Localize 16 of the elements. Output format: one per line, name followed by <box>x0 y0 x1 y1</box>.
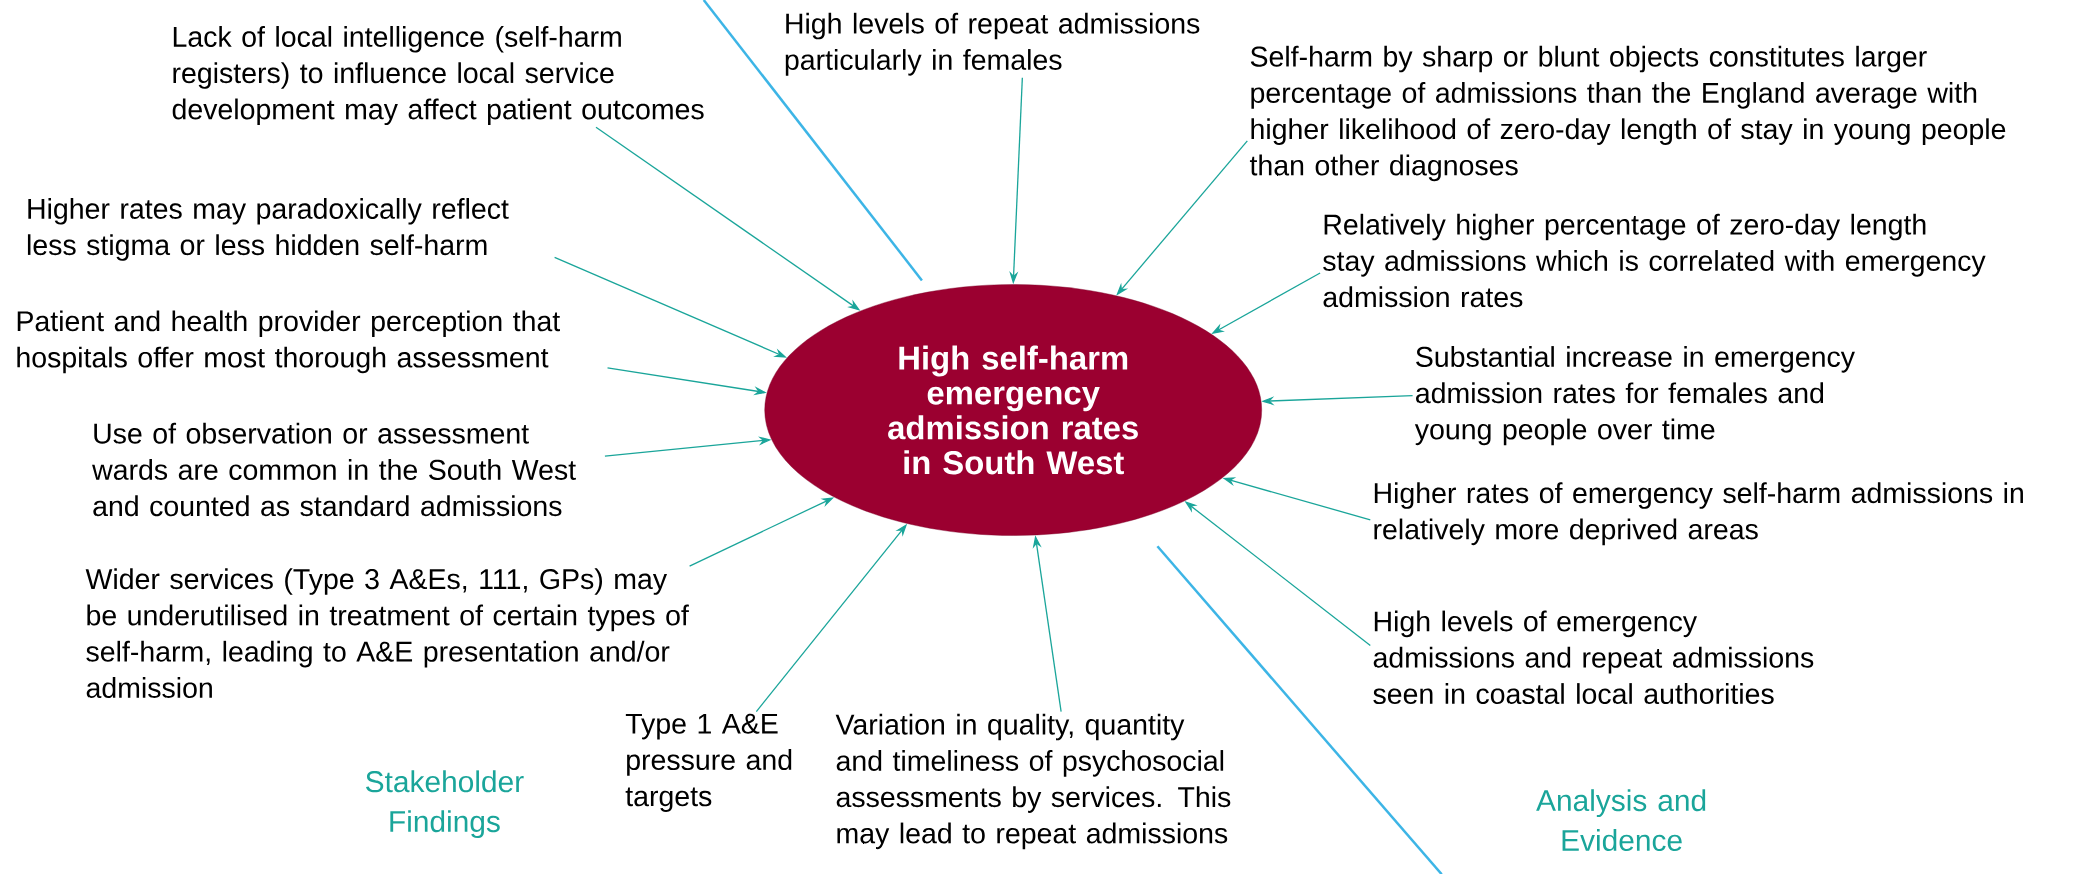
finding-text: Substantial increase in emergency admission rates for females and young people over time <box>1414 346 1855 446</box>
finding-text: Lack of local intelligence (self-harm registers) to influence local service development may affect patient outcomes <box>172 26 704 126</box>
section-heading: Stakeholder Findings <box>366 770 524 839</box>
finding-text: Wider services (Type 3 A&Es, 111, GPs) may be underutilised in treatment of certain types of self-harm, leading to A&E presentation and/or admission <box>85 568 689 698</box>
finding-text: High levels of emergency admissions and repeat admissions seen in coastal local authorities <box>1373 610 1814 705</box>
finding-text: Type 1 A&E pressure and targets <box>625 713 792 812</box>
finding-text: Variation in quality, quantity and timeliness of psychosocial assessments by services. This may lead to repeat admissions <box>835 713 1231 850</box>
finding-text: Use of observation or assessment wards are common in the South West and counted as standard admissions <box>92 422 576 517</box>
finding-text: Patient and health provider perception that hospitals offer most thorough assessment <box>17 310 560 374</box>
finding-text: High levels of repeat admissions particularly in females <box>785 12 1200 76</box>
finding-text: Higher rates of emergency self-harm admissions in relatively more deprived areas <box>1374 482 2023 546</box>
finding-text: Relatively higher percentage of zero-day length stay admissions which is correlated with emergency admission rates <box>1323 213 1986 308</box>
ellipse-node: High self-harm emergency admission rates in South West <box>764 284 1262 536</box>
finding-text: Self-harm by sharp or blunt objects constitutes larger percentage of admissions than the England average with higher likelihood of zero-day length of stay in young people than other diagnoses <box>1249 45 2006 182</box>
finding-text: Higher rates may paradoxically reflect less stigma or less hidden self-harm <box>27 198 509 261</box>
section-heading: Analysis and Evidence <box>1536 789 1706 851</box>
